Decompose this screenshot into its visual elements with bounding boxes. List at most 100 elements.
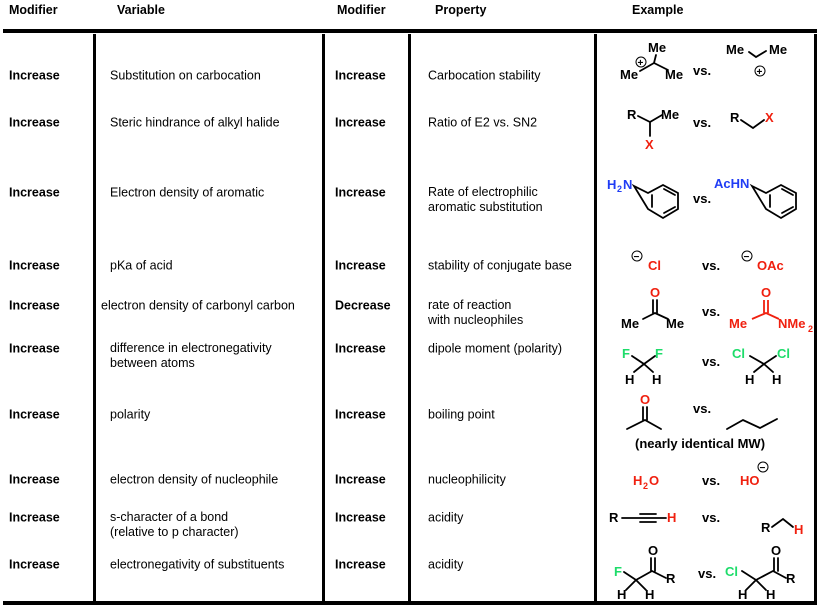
row-modifier-2-line: Increase (335, 557, 386, 572)
svg-text:H: H (738, 587, 747, 602)
row-variable-line: Steric hindrance of alkyl halide (110, 115, 280, 130)
row-variable: s-character of a bond(relative to p char… (110, 510, 239, 540)
column-divider (322, 34, 325, 601)
row-variable: pKa of acid (110, 259, 173, 274)
header-variable: Variable (117, 3, 165, 17)
row-modifier-1: Increase (9, 299, 60, 314)
row-variable-line: polarity (110, 407, 151, 422)
svg-text:Cl: Cl (732, 346, 745, 361)
dimethylacetamide: O Me NMe 2 (729, 285, 813, 334)
svg-text:H: H (617, 587, 626, 602)
row-property: nucleophilicity (428, 473, 506, 488)
row-property-line: Ratio of E2 vs. SN2 (428, 115, 538, 130)
row-modifier-2: Increase (335, 116, 386, 131)
svg-text:O: O (761, 285, 771, 300)
svg-text:2: 2 (617, 184, 622, 194)
column-divider (408, 34, 411, 601)
row-modifier-2: Increase (335, 186, 386, 201)
minus-charge-icon (631, 250, 643, 262)
row-variable-line: s-character of a bond (110, 510, 229, 524)
svg-text:Me: Me (621, 316, 639, 331)
row-variable: electron density of carbonyl carbon (101, 299, 295, 314)
row-property: acidity (428, 511, 463, 526)
svg-text:+: + (638, 58, 644, 69)
terminal-alkyne: R H (609, 510, 676, 525)
svg-text:Me: Me (661, 107, 679, 122)
plus-charge-icon (635, 56, 647, 68)
row-modifier-2-line: Increase (335, 472, 386, 487)
row-variable-line: difference in electronegativity (110, 341, 272, 355)
row-variable-line: pKa of acid (110, 258, 173, 273)
svg-text:Me: Me (666, 316, 684, 331)
svg-text:R: R (730, 110, 740, 125)
row-variable: electron density of nucleophile (110, 473, 278, 488)
row-modifier-2-line: Increase (335, 407, 386, 422)
row-property-line: Rate of electrophilic (428, 185, 538, 199)
row-property-line: acidity (428, 557, 464, 572)
minus-charge-icon (757, 461, 769, 473)
svg-text:H: H (645, 587, 654, 602)
svg-text:Me: Me (769, 42, 787, 57)
row-modifier-2: Increase (335, 558, 386, 573)
svg-text:F: F (614, 564, 622, 579)
svg-text:X: X (645, 137, 654, 152)
row-property-line: stability of conjugate base (428, 258, 572, 273)
svg-text:OAc: OAc (757, 258, 784, 273)
svg-text:Me: Me (648, 40, 666, 55)
row-variable-line: Substitution on carbocation (110, 68, 261, 83)
top-rule (3, 29, 817, 33)
row-modifier-1-line: Increase (9, 557, 60, 572)
row-variable-line: electron density of nucleophile (110, 472, 279, 487)
chloride-anion: − Cl (631, 250, 661, 273)
row-modifier-1-line: Increase (9, 185, 60, 200)
row-modifier-2-line: Increase (335, 510, 386, 525)
bottom-rule (3, 601, 817, 605)
svg-text:H: H (772, 372, 781, 387)
molecular-weight-note: (nearly identical MW) (635, 436, 765, 451)
svg-text:H: H (794, 522, 803, 537)
svg-text:R: R (666, 571, 676, 586)
minus-charge-icon (741, 250, 753, 262)
primary-alkyl-halide: R X (730, 110, 774, 130)
vs-label: vs. (702, 354, 720, 369)
row-variable: electronegativity of substituents (110, 558, 284, 573)
svg-text:H: H (766, 587, 775, 602)
row-property-line: Carbocation stability (428, 68, 541, 83)
vs-label: vs. (698, 566, 716, 581)
secondary-carbocation: Me Me + (726, 42, 787, 78)
row-modifier-1: Increase (9, 511, 60, 526)
vs-label: vs. (702, 258, 720, 273)
svg-text:F: F (622, 346, 630, 361)
row-modifier-1: Increase (9, 342, 60, 357)
row-modifier-2-line: Increase (335, 68, 386, 83)
vs-label: vs. (693, 401, 711, 416)
secondary-alkyl-halide: R Me X (627, 107, 679, 152)
plus-charge-icon (754, 65, 766, 77)
acetone-skeletal: O (626, 392, 662, 430)
row-modifier-2: Increase (335, 408, 386, 423)
row-modifier-1-line: Increase (9, 472, 60, 487)
row-variable-line: (relative to p character) (110, 525, 239, 539)
svg-text:Me: Me (665, 67, 683, 82)
row-variable-line: between atoms (110, 356, 195, 370)
alkane: R H (761, 517, 803, 537)
row-modifier-2-line: Increase (335, 341, 386, 356)
svg-text:O: O (648, 543, 658, 558)
vs-label: vs. (702, 473, 720, 488)
row-modifier-1-line: Increase (9, 258, 60, 273)
row-modifier-2-line: Increase (335, 185, 386, 200)
svg-text:X: X (765, 110, 774, 125)
row-property: dipole moment (polarity) (428, 342, 562, 357)
svg-text:NMe: NMe (778, 316, 805, 331)
row-variable: Substitution on carbocation (110, 69, 261, 84)
vs-label: vs. (693, 115, 711, 130)
svg-text:F: F (655, 346, 663, 361)
svg-text:−: − (744, 252, 750, 263)
svg-text:2: 2 (808, 324, 813, 334)
svg-text:R: R (627, 107, 637, 122)
svg-text:−: − (760, 463, 766, 474)
row-property: stability of conjugate base (428, 259, 572, 274)
svg-text:Cl: Cl (725, 564, 738, 579)
acetate-anion: − OAc (741, 250, 784, 273)
